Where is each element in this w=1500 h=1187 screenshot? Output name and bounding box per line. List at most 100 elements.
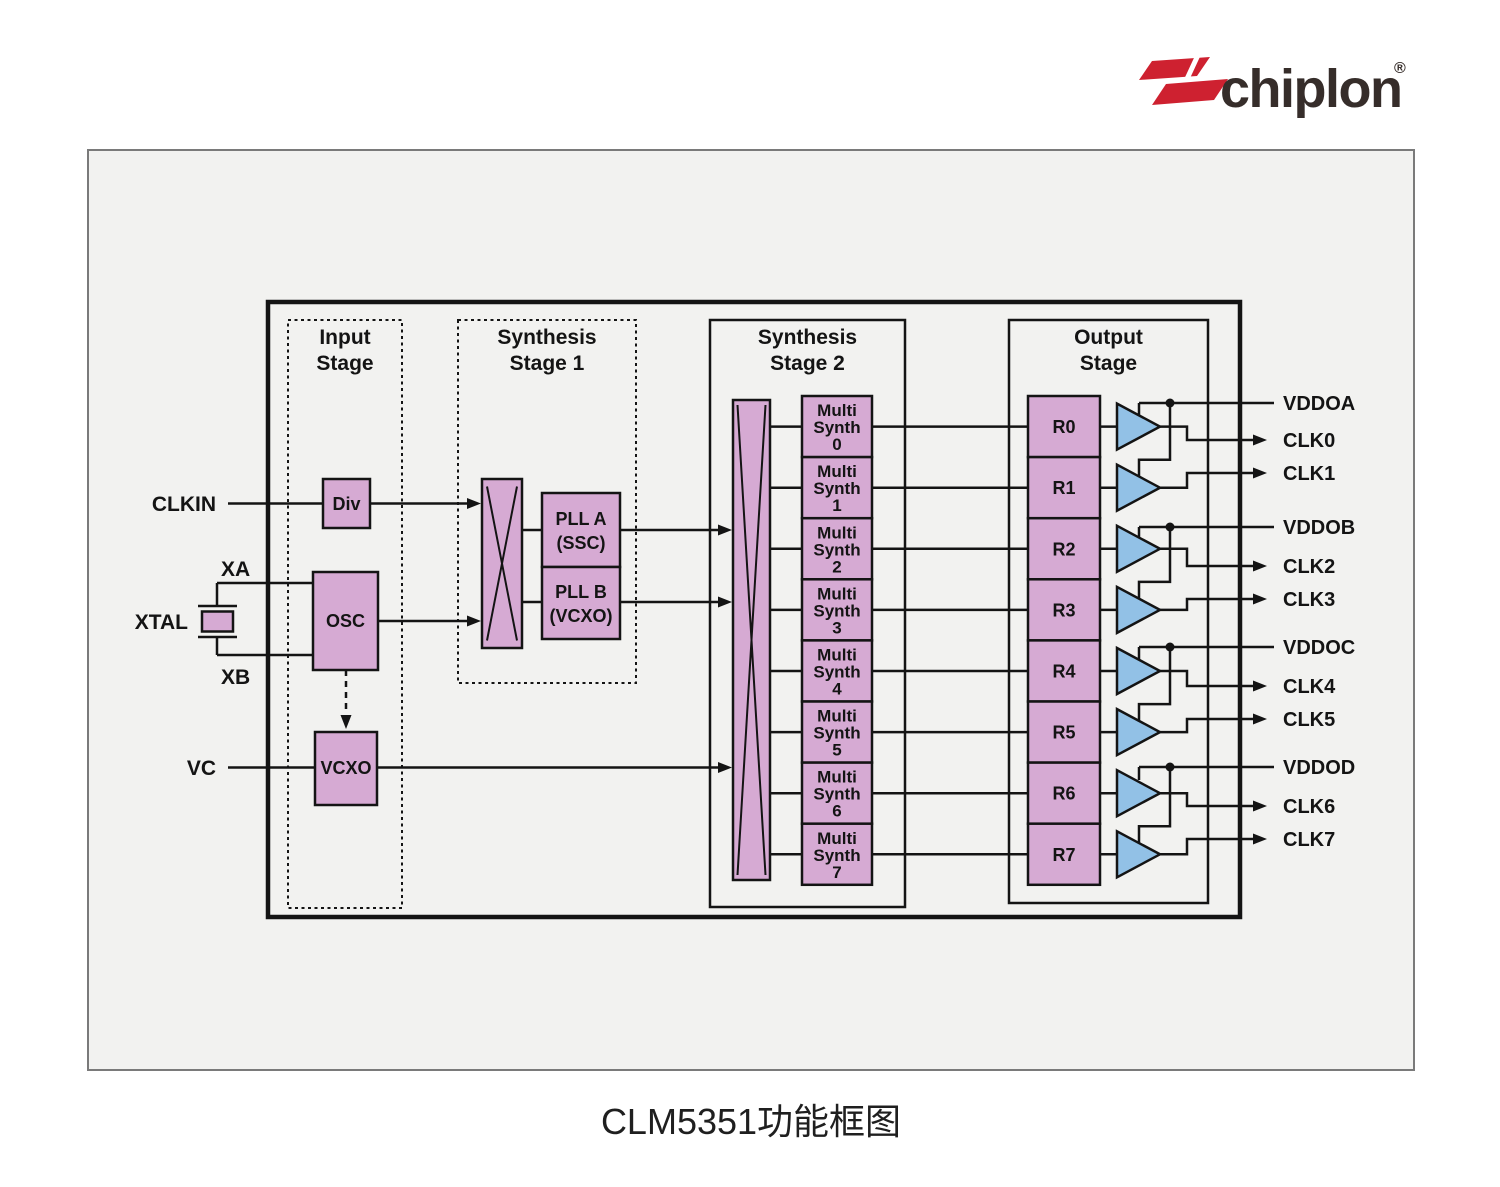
multisynth-block	[800, 394, 874, 459]
arrowhead-clk7	[1253, 833, 1267, 845]
arrowhead-pll-b	[718, 596, 732, 608]
signal-wires	[217, 425, 1117, 856]
pll-a-block	[540, 491, 622, 569]
r-divider-label: R4	[1052, 662, 1075, 682]
multisynth-label: Multi	[817, 401, 857, 420]
pll-a-label: PLL A	[555, 509, 606, 529]
multisynth-label: Synth	[813, 601, 860, 620]
arrowhead-clk1	[1253, 467, 1267, 479]
multisynth-label: 7	[832, 863, 841, 882]
vc-pin-label: VC	[187, 757, 216, 780]
multisynth-label: 0	[832, 435, 841, 454]
arrowhead-clk2	[1253, 560, 1267, 572]
vddoa-junction-dot	[1165, 398, 1175, 408]
vddoa-label: VDDOA	[1283, 393, 1355, 415]
multisynth-label: Multi	[817, 707, 857, 726]
clk4-label: CLK4	[1283, 676, 1336, 698]
chip-boundary-box	[265, 299, 1243, 920]
div-block-label: Div	[332, 494, 360, 514]
multisynth-block	[800, 761, 874, 825]
pll-b-label: PLL B	[555, 582, 607, 602]
pll-a-label: (SSC)	[557, 533, 606, 553]
crystal-wires	[198, 583, 237, 655]
multisynth-labels: Multi Synth 0 Multi Synth 1 Multi Synth …	[813, 401, 860, 882]
clock-buffer	[1115, 401, 1163, 452]
xtal-label: XTAL	[135, 611, 188, 634]
r-divider-block	[1026, 455, 1102, 520]
arrowhead-clk5	[1253, 713, 1267, 725]
input-stage-title: Stage	[316, 352, 373, 375]
r-divider-label: R7	[1052, 845, 1075, 865]
multisynth-label: 3	[832, 618, 841, 637]
logo-notch	[1183, 51, 1202, 83]
multisynth-label: Synth	[813, 846, 860, 865]
output-buffers	[1115, 401, 1163, 880]
multisynth-label: 1	[832, 496, 841, 515]
vcxo-block-label: VCXO	[320, 758, 371, 778]
synthesis-stage1-box	[457, 319, 637, 684]
r-divider-block	[1026, 700, 1102, 764]
xa-pin-label: XA	[221, 558, 250, 581]
output-pin-labels: VDDOA CLK0 CLK1 VDDOB CLK2 CLK3 VDDOC CL…	[1283, 393, 1355, 851]
multisynth-label: Synth	[813, 785, 860, 804]
xb-pin-label: XB	[221, 666, 250, 689]
clk2-label: CLK2	[1283, 556, 1335, 578]
crystal-body	[200, 610, 235, 633]
multisynth-label: 5	[832, 741, 841, 760]
r-divider-label: R0	[1052, 417, 1075, 437]
logo-band-top	[1139, 57, 1210, 80]
clk1-label: CLK1	[1283, 463, 1335, 485]
arrowhead-clk0	[1253, 434, 1267, 446]
arrowhead-osc-vcxo	[340, 715, 352, 729]
multisynth-block	[800, 822, 874, 887]
vddob-label: VDDOB	[1283, 517, 1355, 539]
multisynth-label: Multi	[817, 523, 857, 542]
synthesis-stage2-title: Synthesis	[758, 326, 857, 349]
r-divider-label: R3	[1052, 600, 1075, 620]
arrowhead-clk3	[1253, 593, 1267, 605]
output-stage-title: Stage	[1080, 352, 1137, 375]
vddoc-junction-dot	[1165, 642, 1175, 652]
multisynth-label: Multi	[817, 829, 857, 848]
chiplon-logo-icon	[1139, 51, 1228, 105]
r-divider-label: R1	[1052, 478, 1075, 498]
multisynth-label: 4	[832, 680, 842, 699]
clock-buffer	[1115, 584, 1163, 635]
clock-buffer	[1115, 523, 1163, 574]
diagram-caption: CLM5351功能框图	[601, 1101, 901, 1142]
multisynth-label: Multi	[817, 646, 857, 665]
arrowhead-osc	[467, 615, 481, 627]
chiplon-logo: chiplon ®	[1139, 51, 1406, 119]
arrowhead-clk4	[1253, 680, 1267, 692]
multisynth-label: Multi	[817, 768, 857, 787]
multisynth-label: 6	[832, 802, 841, 821]
logo-brand-text: chiplon	[1220, 59, 1401, 119]
clk7-label: CLK7	[1283, 829, 1335, 851]
multisynth-label: Synth	[813, 418, 860, 437]
synthesis-stage1-title: Stage 1	[510, 352, 585, 375]
logo-registered-mark: ®	[1394, 60, 1406, 77]
synthesis-stage1-title: Synthesis	[497, 326, 596, 349]
vddoc-label: VDDOC	[1283, 637, 1355, 659]
arrowhead-clkin	[467, 498, 481, 509]
pll-b-block	[540, 565, 622, 641]
clock-buffer	[1115, 645, 1163, 697]
vddod-junction-dot	[1165, 762, 1175, 772]
input-stage-title: Input	[319, 326, 370, 349]
multisynth-label: Synth	[813, 663, 860, 682]
multisynth-label: Synth	[813, 479, 860, 498]
r-divider-labels: R0 R1 R2 R3 R4 R5 R6 R7	[1052, 417, 1075, 865]
clock-buffer	[1115, 462, 1163, 513]
stage2-crossbar-x	[736, 404, 767, 876]
output-routing-wires	[1137, 401, 1274, 856]
multisynth-label: Synth	[813, 724, 860, 743]
vddob-junction-dot	[1165, 522, 1175, 532]
arrowhead-clk6	[1253, 800, 1267, 812]
multisynth-label: 2	[832, 557, 841, 576]
r-divider-block	[1026, 639, 1102, 703]
vddod-label: VDDOD	[1283, 757, 1355, 779]
output-stage-box	[1007, 318, 1210, 905]
clock-buffer	[1115, 707, 1163, 758]
logo-band-bottom	[1152, 79, 1228, 105]
